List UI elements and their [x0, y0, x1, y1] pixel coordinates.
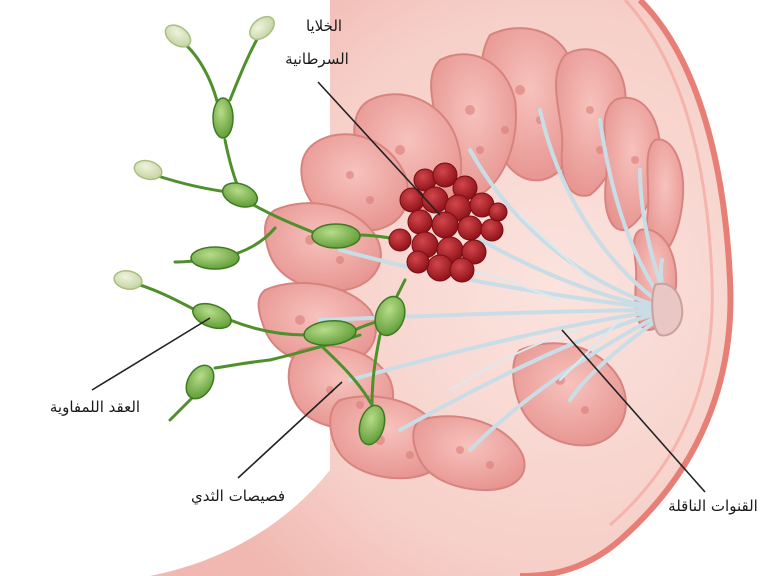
label-cancer-cells-line1: الخلايا: [279, 17, 369, 35]
label-lymph-nodes: العقد اللمفاوية: [30, 398, 160, 416]
label-breast-lobules: فصيصات الثدي: [178, 487, 298, 505]
label-milk-ducts: القنوات الناقلة: [648, 497, 778, 515]
leader-line-lobules: [238, 382, 342, 478]
label-cancer-cells-line2: السرطانية: [262, 50, 372, 68]
